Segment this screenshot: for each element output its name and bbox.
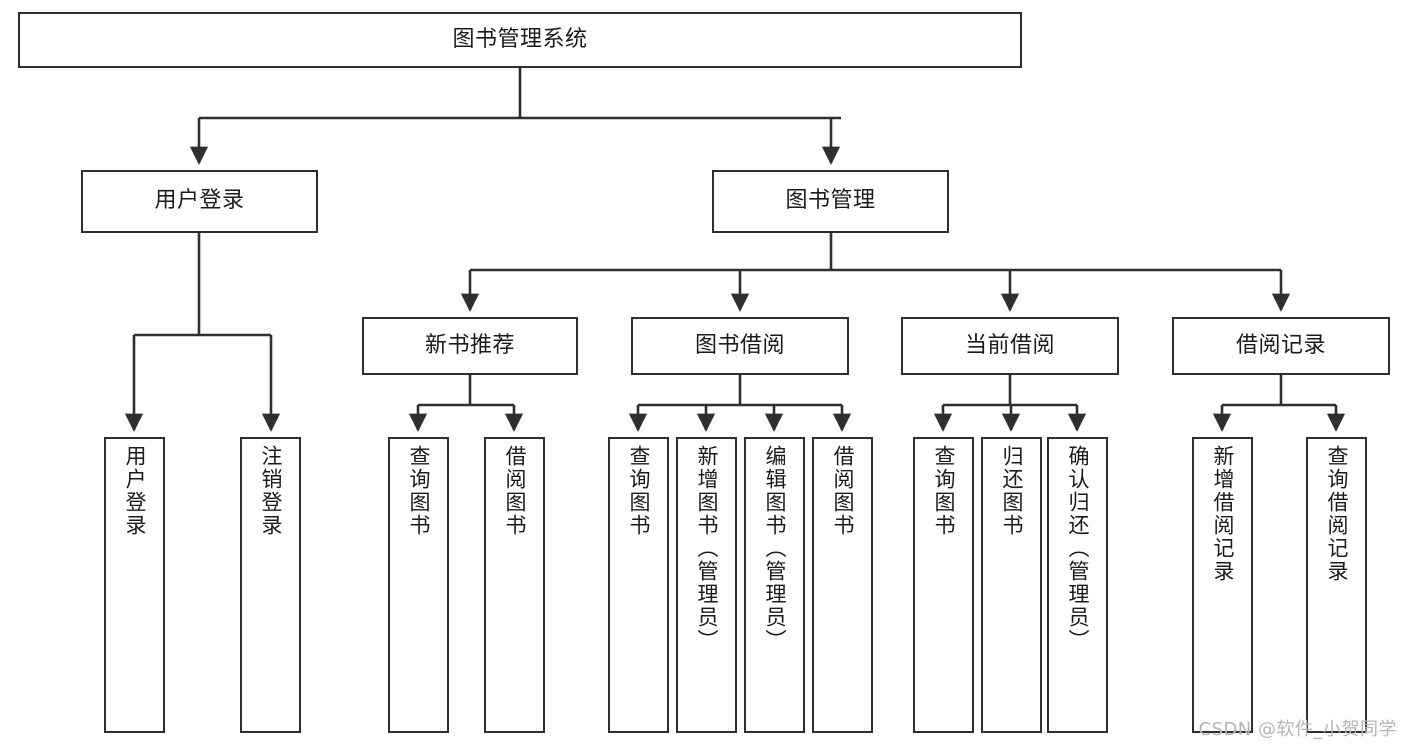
- node-book-management-label: 图书管理: [785, 188, 876, 214]
- leaf-confirm-return-admin[interactable]: 确认归还（管理员）: [1047, 437, 1108, 733]
- leaf-borrow-book[interactable]: 借阅图书: [812, 437, 873, 733]
- node-book-borrow-label: 图书借阅: [694, 332, 785, 358]
- leaf-label: 用户登录: [122, 445, 147, 537]
- leaf-label: 编辑图书（管理员）: [762, 445, 787, 652]
- node-book-management[interactable]: 图书管理: [712, 170, 949, 233]
- watermark: CSDN @软件_小贺同学: [1198, 719, 1397, 740]
- leaf-label: 新增借阅记录: [1210, 445, 1235, 583]
- node-root-label: 图书管理系统: [452, 26, 588, 52]
- node-borrow-record[interactable]: 借阅记录: [1172, 317, 1390, 375]
- node-book-borrow[interactable]: 图书借阅: [631, 317, 849, 375]
- leaf-label: 查询借阅记录: [1324, 445, 1349, 583]
- leaf-add-book-admin[interactable]: 新增图书（管理员）: [676, 437, 737, 733]
- node-new-book-recommend-label: 新书推荐: [424, 332, 515, 358]
- node-root[interactable]: 图书管理系统: [18, 12, 1022, 68]
- node-new-book-recommend[interactable]: 新书推荐: [362, 317, 578, 375]
- leaf-label: 查询图书: [626, 445, 651, 537]
- leaf-label: 查询图书: [931, 445, 956, 537]
- leaf-borrow-book-recommend[interactable]: 借阅图书: [484, 437, 545, 733]
- node-borrow-record-label: 借阅记录: [1235, 332, 1326, 358]
- leaf-query-book-borrow[interactable]: 查询图书: [608, 437, 669, 733]
- node-current-borrow[interactable]: 当前借阅: [901, 317, 1119, 375]
- leaf-user-login[interactable]: 用户登录: [104, 437, 165, 733]
- leaf-query-borrow-record[interactable]: 查询借阅记录: [1306, 437, 1367, 733]
- leaf-return-book[interactable]: 归还图书: [981, 437, 1042, 733]
- node-user-login-label: 用户登录: [154, 188, 245, 214]
- leaf-label: 确认归还（管理员）: [1065, 445, 1090, 652]
- leaf-add-borrow-record[interactable]: 新增借阅记录: [1192, 437, 1253, 733]
- leaf-edit-book-admin[interactable]: 编辑图书（管理员）: [744, 437, 805, 733]
- leaf-label: 查询图书: [406, 445, 431, 537]
- leaf-label: 注销登录: [258, 445, 283, 537]
- node-current-borrow-label: 当前借阅: [964, 332, 1055, 358]
- leaf-label: 借阅图书: [502, 445, 527, 537]
- leaf-label: 借阅图书: [830, 445, 855, 537]
- leaf-label: 新增图书（管理员）: [694, 445, 719, 652]
- leaf-label: 归还图书: [999, 445, 1024, 537]
- node-user-login[interactable]: 用户登录: [81, 170, 318, 233]
- leaf-query-book-recommend[interactable]: 查询图书: [388, 437, 449, 733]
- leaf-query-book-current[interactable]: 查询图书: [913, 437, 974, 733]
- leaf-user-logout[interactable]: 注销登录: [240, 437, 301, 733]
